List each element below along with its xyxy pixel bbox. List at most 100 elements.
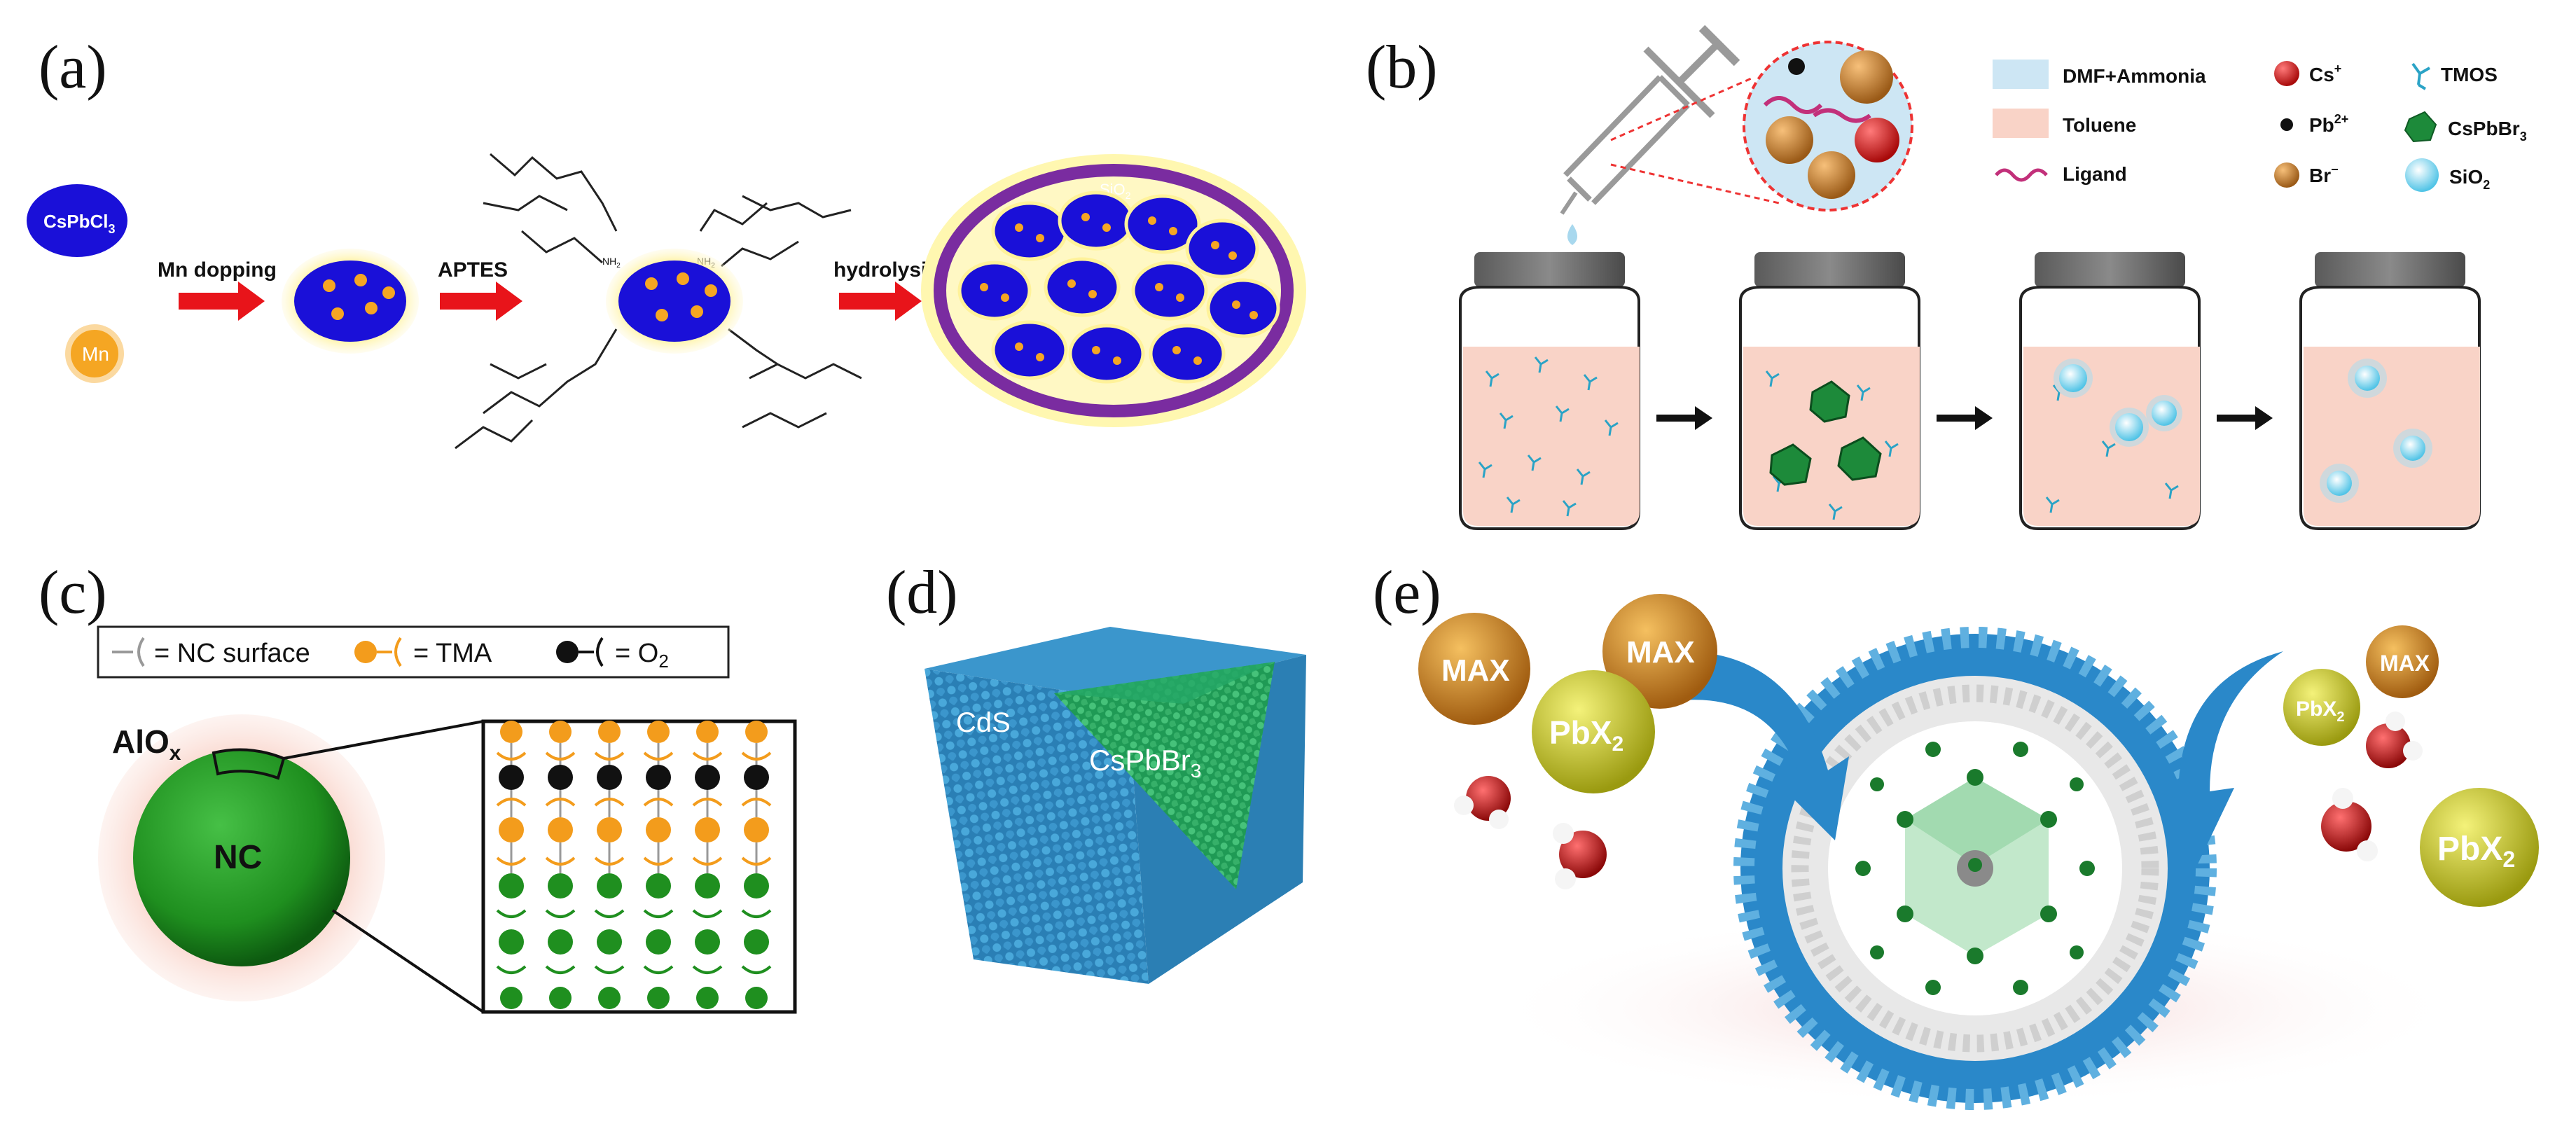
cds-cube-left xyxy=(925,669,1149,984)
zoom-box-c xyxy=(481,719,797,1014)
legend-tma: = TMA xyxy=(413,639,492,668)
droplet xyxy=(1567,224,1577,245)
red-arrow-1 xyxy=(179,282,265,321)
nc-sphere xyxy=(133,749,350,966)
panel-c: (c) = NC surface = TMA = O2 NC AlOx xyxy=(39,559,797,1014)
nc-label: NC xyxy=(214,839,262,876)
panel-c-letter: (c) xyxy=(39,559,107,627)
legend-cs-icon xyxy=(2274,61,2299,86)
legend-tma-icon xyxy=(354,641,377,663)
pbx2-sphere-3 xyxy=(2420,788,2539,907)
coated-particles-jar4 xyxy=(2320,359,2432,503)
legend-ligand: Ligand xyxy=(2063,163,2127,185)
mn-dots xyxy=(323,274,395,320)
syringe xyxy=(1560,25,1740,215)
legend-dmf: DMF+Ammonia xyxy=(2063,65,2206,87)
curved-arrow-right xyxy=(2154,651,2283,868)
legend-b: DMF+Ammonia Toluene Ligand Cs+ Pb2+ Br− … xyxy=(1993,60,2527,192)
legend-br: Br xyxy=(2309,165,2331,186)
legend-o2: = O xyxy=(615,639,658,668)
panel-d: (d) CdS CsPbBr3 xyxy=(886,559,1306,984)
svg-text:MAX: MAX xyxy=(1441,653,1510,688)
svg-text:PbX2: PbX2 xyxy=(2296,698,2344,725)
panel-a: (a) CsPbCl3 Mn Mn dopping APTES xyxy=(27,34,1306,450)
red-arrow-3 xyxy=(839,282,922,321)
water-molecule-2 xyxy=(1553,823,1607,889)
svg-text:Pb2+: Pb2+ xyxy=(2309,112,2348,136)
max-sphere-2 xyxy=(1602,594,1717,709)
max-sphere-3 xyxy=(2366,625,2439,698)
panel-e: (e) MAX MAX Pb xyxy=(1373,559,2539,1110)
precursor-label: CsPbCl xyxy=(43,211,108,232)
svg-text:Br−: Br− xyxy=(2309,162,2339,186)
svg-text:AlOx: AlOx xyxy=(112,723,181,765)
tmos-molecules xyxy=(1478,356,2179,520)
jar-3 xyxy=(2019,252,2201,530)
layer-stack xyxy=(496,721,772,1009)
cspbbr3-core xyxy=(1054,662,1275,889)
cspbbr3-crystals xyxy=(1769,380,1882,486)
legend-ligand-icon xyxy=(1995,168,2048,182)
legend-surface-icon xyxy=(112,637,145,667)
legend-cs: Cs xyxy=(2309,64,2334,85)
water-molecule-1 xyxy=(1454,776,1511,829)
cspbbr3-label: CsPbBr xyxy=(1089,744,1191,777)
svg-text:SiO2: SiO2 xyxy=(2449,166,2490,192)
water-molecule-3 xyxy=(2366,712,2423,768)
pbx2-label-2: PbX xyxy=(2296,698,2336,721)
red-arrow-2 xyxy=(440,282,522,321)
nh2-label: NH xyxy=(602,256,616,267)
aptes-ligands xyxy=(455,153,862,450)
legend-swatch-toluene xyxy=(1993,109,2049,138)
legend-cspbbr3: CsPbBr xyxy=(2448,118,2520,139)
pbx2-label-1: PbX xyxy=(1549,714,1612,751)
svg-text:CsPbBr3: CsPbBr3 xyxy=(1089,744,1201,782)
legend-br-icon xyxy=(2274,162,2299,188)
mn-label: Mn xyxy=(82,343,109,365)
legend-surface: = NC surface xyxy=(154,639,310,668)
pbx2-label-3: PbX xyxy=(2437,831,2502,868)
panel-d-letter: (d) xyxy=(886,559,958,627)
step-mn-doping: Mn dopping xyxy=(158,258,277,282)
legend-pb-icon xyxy=(2280,118,2293,131)
water-molecule-4 xyxy=(2321,788,2378,861)
legend-toluene: Toluene xyxy=(2063,114,2136,136)
svg-text:NH2: NH2 xyxy=(602,256,621,270)
coated-particles-jar3 xyxy=(2054,359,2182,447)
doped-nc xyxy=(294,261,406,342)
svg-text:MAX: MAX xyxy=(2380,651,2430,676)
alox-label: AlO xyxy=(112,723,169,760)
mn-ion xyxy=(65,324,124,383)
encapsulated-ncs xyxy=(957,190,1280,384)
legend-sio2-icon xyxy=(2405,158,2439,192)
panel-e-letter: (e) xyxy=(1373,559,1441,627)
svg-text:PbX2: PbX2 xyxy=(1549,714,1623,756)
panel-b: (b) DMF+Ammonia Toluene xyxy=(1366,25,2527,530)
svg-text:CsPbCl3: CsPbCl3 xyxy=(43,211,115,236)
svg-text:CsPbBr3: CsPbBr3 xyxy=(2448,118,2527,144)
legend-pb: Pb xyxy=(2309,114,2334,136)
panel-a-letter: (a) xyxy=(39,34,107,102)
pbx2-sphere-1 xyxy=(1532,670,1655,793)
micelle xyxy=(1733,627,2217,1110)
svg-text:PbX2: PbX2 xyxy=(2437,831,2515,872)
cds-cube-top xyxy=(925,627,1306,700)
cspbcl3-nc xyxy=(27,184,127,257)
curved-arrow-left xyxy=(1681,651,1849,840)
pbx2-sphere-2 xyxy=(2283,669,2360,746)
legend-o2-icon xyxy=(556,641,579,663)
step-aptes: APTES xyxy=(438,258,508,282)
svg-text:Cs+: Cs+ xyxy=(2309,62,2341,85)
legend-tmos: TMOS xyxy=(2441,64,2498,85)
legend-cspbbr3-icon xyxy=(2404,111,2437,143)
max-sphere-1 xyxy=(1418,613,1530,725)
legend-tmos-icon xyxy=(2411,62,2430,90)
svg-text:= O2: = O2 xyxy=(615,639,669,672)
panel-b-letter: (b) xyxy=(1366,34,1438,102)
step-hydrolysis: hydrolysis xyxy=(833,258,939,282)
legend-swatch-dmf xyxy=(1993,60,2049,89)
svg-text:MAX: MAX xyxy=(1626,635,1695,669)
legend-box-c xyxy=(97,625,730,679)
zoom-patch xyxy=(212,748,286,780)
